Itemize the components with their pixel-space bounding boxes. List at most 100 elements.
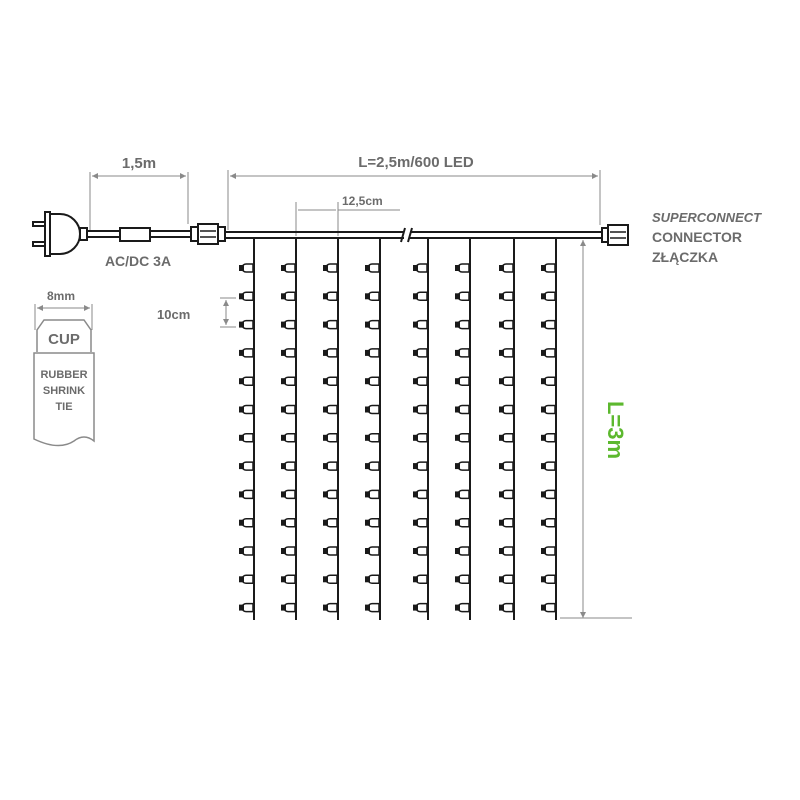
strand-spacing-dimension: 12,5cm bbox=[295, 194, 400, 236]
led-bulb-icon bbox=[455, 461, 470, 471]
led-bulb-icon bbox=[541, 348, 556, 358]
led-bulb-icon bbox=[541, 404, 556, 415]
led-bulb-icon bbox=[413, 376, 428, 386]
led-bulb-icon bbox=[365, 602, 380, 613]
cup-detail: 8mm CUP RUBBER SHRINK TIE bbox=[33, 289, 95, 447]
led-bulb-icon bbox=[239, 319, 254, 330]
led-bulb-icon bbox=[281, 291, 296, 302]
led-strand bbox=[541, 238, 557, 620]
led-bulb-icon bbox=[499, 319, 514, 330]
led-bulb-icon bbox=[413, 404, 428, 415]
led-bulb-icon bbox=[281, 517, 296, 528]
led-bulb-icon bbox=[455, 376, 470, 386]
led-bulb-icon bbox=[281, 574, 296, 585]
led-bulb-icon bbox=[541, 291, 556, 302]
led-bulb-icon bbox=[541, 433, 556, 443]
led-bulb-icon bbox=[365, 546, 380, 556]
led-bulb-icon bbox=[281, 546, 296, 556]
led-bulb-icon bbox=[365, 461, 380, 471]
led-bulb-icon bbox=[323, 348, 338, 358]
led-bulb-icon bbox=[455, 602, 470, 613]
led-bulb-icon bbox=[239, 574, 254, 585]
led-bulb-icon bbox=[239, 348, 254, 358]
led-bulb-icon bbox=[455, 319, 470, 330]
led-bulb-icon bbox=[413, 546, 428, 556]
cup-width-label: 8mm bbox=[47, 289, 75, 303]
led-bulb-icon bbox=[365, 489, 380, 500]
led-bulb-icon bbox=[499, 433, 514, 443]
led-bulb-icon bbox=[365, 404, 380, 415]
led-bulb-icon bbox=[239, 517, 254, 528]
led-strand bbox=[499, 238, 515, 620]
led-bulb-icon bbox=[239, 376, 254, 386]
end-connector-icon bbox=[601, 224, 629, 246]
power-plug-icon bbox=[32, 211, 88, 257]
led-bulb-icon bbox=[239, 404, 254, 415]
main-wire bbox=[225, 227, 602, 243]
led-bulb-icon bbox=[413, 461, 428, 471]
led-bulb-icon bbox=[499, 291, 514, 302]
led-bulb-icon bbox=[323, 376, 338, 386]
led-bulb-icon bbox=[323, 602, 338, 613]
led-bulb-icon bbox=[281, 433, 296, 443]
led-bulb-icon bbox=[499, 489, 514, 500]
led-bulb-icon bbox=[323, 291, 338, 302]
led-bulb-icon bbox=[239, 546, 254, 556]
input-connector-icon bbox=[190, 223, 226, 245]
led-bulb-icon bbox=[541, 376, 556, 386]
break-mark-icon bbox=[400, 227, 406, 243]
led-bulb-icon bbox=[455, 517, 470, 528]
tie-label-line1: RUBBER bbox=[40, 369, 87, 381]
led-bulb-icon bbox=[413, 489, 428, 500]
led-strand bbox=[413, 238, 429, 620]
led-bulb-icon bbox=[541, 319, 556, 330]
led-bulb-icon bbox=[413, 348, 428, 358]
cord-length-dimension: 1,5m bbox=[89, 155, 189, 232]
led-bulb-icon bbox=[323, 461, 338, 471]
led-bulb-icon bbox=[281, 404, 296, 415]
led-strand bbox=[365, 238, 381, 620]
led-bulb-icon bbox=[499, 574, 514, 585]
curtain-height-label: L=3m bbox=[603, 401, 628, 459]
led-strands bbox=[239, 238, 557, 620]
led-bulb-icon bbox=[413, 291, 428, 302]
led-bulb-icon bbox=[413, 433, 428, 443]
led-bulb-icon bbox=[239, 291, 254, 302]
led-bulb-icon bbox=[365, 348, 380, 358]
led-bulb-icon bbox=[455, 433, 470, 443]
led-bulb-icon bbox=[323, 489, 338, 500]
led-bulb-icon bbox=[323, 404, 338, 415]
led-bulb-icon bbox=[365, 574, 380, 585]
led-bulb-icon bbox=[541, 517, 556, 528]
connector-pl-label: ZŁĄCZKA bbox=[652, 249, 718, 265]
led-bulb-icon bbox=[455, 489, 470, 500]
led-strand bbox=[281, 238, 297, 620]
led-strand bbox=[239, 238, 255, 620]
led-bulb-icon bbox=[499, 517, 514, 528]
led-bulb-icon bbox=[239, 461, 254, 471]
cup-label: CUP bbox=[48, 331, 80, 348]
led-bulb-icon bbox=[499, 602, 514, 613]
led-bulb-icon bbox=[239, 489, 254, 500]
led-bulb-icon bbox=[365, 263, 380, 273]
led-bulb-icon bbox=[323, 546, 338, 556]
led-bulb-icon bbox=[239, 433, 254, 443]
connector-brand-label: SUPERCONNECT bbox=[652, 210, 762, 225]
led-bulb-icon bbox=[541, 461, 556, 471]
led-bulb-icon bbox=[365, 433, 380, 443]
led-bulb-icon bbox=[323, 319, 338, 330]
led-bulb-icon bbox=[281, 319, 296, 330]
led-strand bbox=[323, 238, 339, 620]
led-bulb-icon bbox=[541, 602, 556, 613]
led-bulb-icon bbox=[413, 517, 428, 528]
led-bulb-icon bbox=[281, 489, 296, 500]
led-strand bbox=[455, 238, 471, 620]
led-spacing-label: 10cm bbox=[157, 307, 190, 322]
led-bulb-icon bbox=[541, 489, 556, 500]
led-bulb-icon bbox=[413, 263, 428, 273]
led-bulb-icon bbox=[239, 263, 254, 273]
curtain-width-dimension: L=2,5m/600 LED bbox=[227, 154, 601, 230]
strand-spacing-label: 12,5cm bbox=[342, 194, 383, 208]
